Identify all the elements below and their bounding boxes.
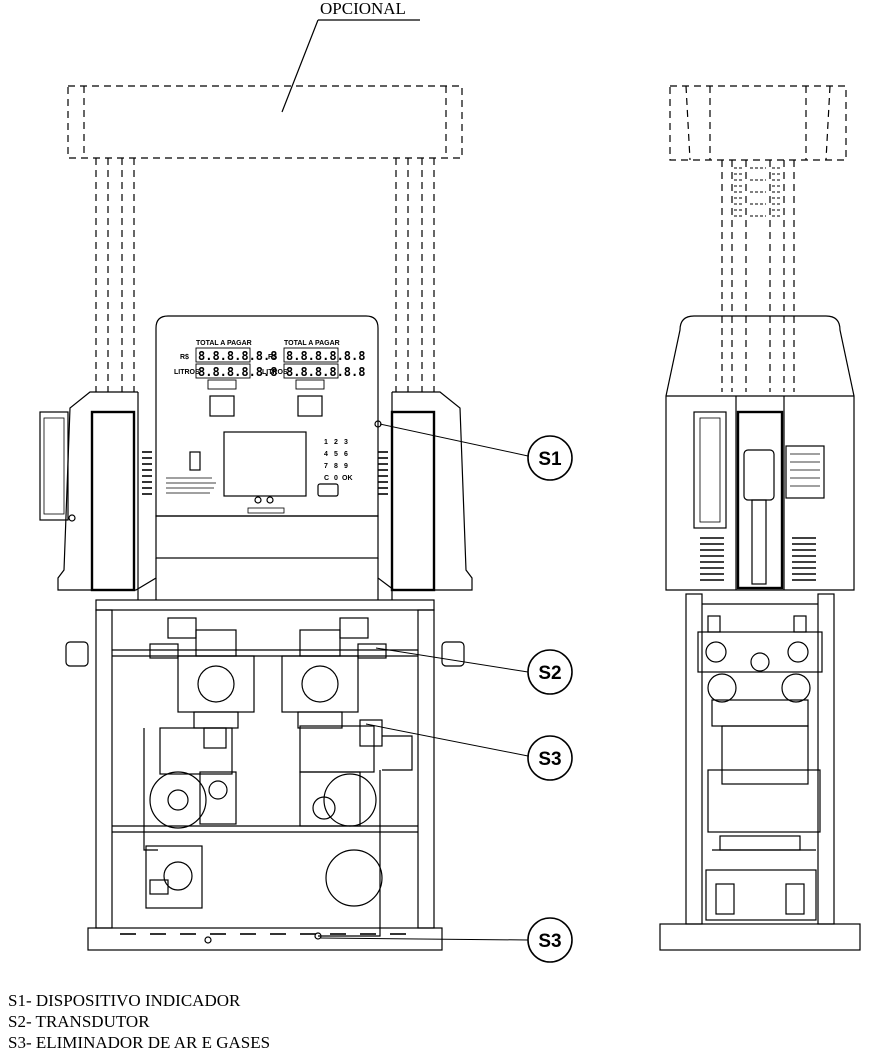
keypad-key: 3 — [344, 439, 348, 446]
keypad-key: 2 — [334, 439, 338, 446]
keypad-key: 9 — [344, 463, 348, 470]
side-display-head — [665, 315, 855, 591]
callout-leaders — [319, 423, 529, 941]
meter-left — [149, 617, 255, 729]
side-hydraulic-cabinet — [659, 593, 861, 951]
callout-s3-lower: S3 — [538, 931, 561, 952]
callout-s1: S1 — [538, 449, 562, 470]
pump-unit-right — [299, 719, 413, 940]
keypad-key: OK — [342, 475, 353, 482]
legend: S1- DISPOSITIVO INDICADOR S2- TRANSDUTOR… — [8, 990, 270, 1053]
liters-label-left: LITROS — [174, 369, 200, 376]
keypad-key: 8 — [334, 463, 338, 470]
keypad-key: 0 — [334, 475, 338, 482]
keypad-key: 7 — [324, 463, 328, 470]
keypad: 1 2 3 4 5 6 7 8 9 C 0 OK — [324, 439, 353, 482]
optional-leader-line — [281, 19, 319, 113]
display-window-left — [195, 347, 251, 390]
keypad-key: 6 — [344, 451, 348, 458]
optional-canopy-side — [669, 85, 847, 392]
head-vent-grilles — [142, 451, 388, 495]
keypad-key: 5 — [334, 451, 338, 458]
legend-item-s1: S1- DISPOSITIVO INDICADOR — [8, 991, 241, 1010]
amount-digits-right: 8.8.8.8.8.8 — [286, 349, 365, 363]
total-label-left: TOTAL A PAGAR — [196, 340, 252, 347]
legend-item-s3: S3- ELIMINADOR DE AR E GASES — [8, 1033, 271, 1052]
optional-canopy-front — [67, 85, 463, 392]
liters-digits-left: 8.8.8.8.8.8 — [198, 365, 277, 379]
pump-unit-left — [143, 727, 237, 909]
keypad-key: 1 — [324, 439, 328, 446]
display-window-right — [283, 347, 339, 390]
side-vent-grilles — [700, 537, 816, 581]
callout-s3-upper: S3 — [538, 749, 561, 770]
info-text-lines — [166, 477, 216, 494]
keypad-key: C — [324, 475, 329, 482]
callout-s2: S2 — [538, 663, 561, 684]
meter-right — [281, 617, 387, 729]
total-label-right: TOTAL A PAGAR — [284, 340, 340, 347]
optional-label: OPCIONAL — [320, 0, 406, 18]
currency-label-right: R$ — [268, 354, 277, 361]
amount-digits-left: 8.8.8.8.8.8 — [198, 349, 277, 363]
side-vent-slots-dashed — [734, 167, 782, 217]
front-hydraulic-cabinet — [65, 599, 465, 951]
keypad-key: 4 — [324, 451, 328, 458]
currency-label-left: R$ — [180, 354, 189, 361]
callout-circles — [527, 435, 573, 963]
legend-item-s2: S2- TRANSDUTOR — [8, 1012, 150, 1031]
liters-label-right: LITROS — [262, 369, 288, 376]
side-label-plate-lines — [790, 453, 820, 487]
liters-digits-right: 8.8.8.8.8.8 — [286, 365, 365, 379]
